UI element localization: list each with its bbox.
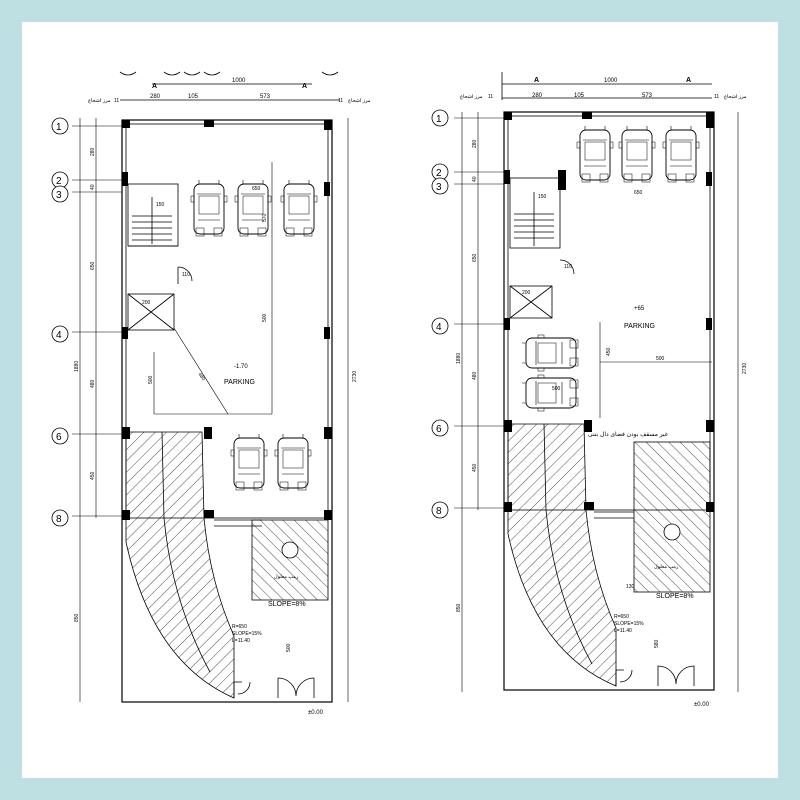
parked-car — [618, 125, 656, 183]
dim-row-6: 850 — [74, 613, 80, 622]
ramp-radius: R=650 — [614, 614, 629, 620]
parked-car — [662, 125, 700, 183]
parked-car — [521, 334, 579, 372]
dim-top-1: 280 — [150, 94, 161, 100]
grid-2: 2 — [56, 176, 62, 187]
dim-row-4: 480 — [90, 379, 96, 388]
section-mark-left: A — [152, 83, 157, 90]
ramp-radius: R=650 — [232, 624, 247, 630]
dim-200: 200 — [142, 300, 151, 306]
dim-570: 570 — [262, 213, 268, 222]
total-dim: 1880 — [74, 361, 80, 372]
ramp-slope: SLOPE=15% — [614, 621, 644, 627]
boundary-num-left: 11 — [114, 98, 119, 104]
grid-3: 3 — [56, 190, 62, 201]
dim-row-1: 280 — [472, 139, 478, 148]
parking-label: PARKING — [224, 379, 255, 386]
grid-4: 4 — [56, 330, 62, 341]
boundary-label-left: مرز اشجاع — [88, 98, 111, 104]
dim-top-2: 105 — [188, 94, 199, 100]
plan-right: 1000 280 105 573 A A مرز اشجاع 11 11 مرز… — [431, 72, 748, 708]
dim-row-4: 480 — [472, 371, 478, 380]
grid-1: 1 — [56, 122, 62, 133]
section-mark-right: A — [686, 77, 691, 84]
dim-650: 650 — [634, 190, 643, 196]
grid-3: 3 — [436, 182, 442, 193]
dim-500v: 500 — [262, 313, 268, 322]
dim-row-3: 650 — [90, 261, 96, 270]
overall-width: 1000 — [604, 78, 618, 84]
dim-row-6: 850 — [456, 603, 462, 612]
parked-car — [521, 374, 579, 412]
grid-8: 8 — [436, 506, 442, 517]
parked-car — [190, 179, 228, 237]
dim-row-5: 450 — [472, 463, 478, 472]
slope-8: SLOPE=8% — [656, 593, 694, 600]
dim-150: 150 — [156, 202, 165, 208]
boundary-label-right: مرز اشجاع — [724, 94, 747, 100]
dim-top-2: 105 — [574, 93, 585, 99]
parked-car — [230, 433, 268, 491]
boundary-num-left: 11 — [488, 94, 493, 100]
dim-top-1: 280 — [532, 93, 543, 99]
drawing-sheet: 1000 280 105 573 A A مرز اشجاع 11 11 مرز… — [22, 22, 778, 778]
boundary-label-right: مرز اشجاع — [348, 98, 371, 104]
entrance-level: ±0.00 — [694, 702, 710, 708]
section-mark-right: A — [302, 83, 307, 90]
handicap-ramp-text: رمپ معلول — [654, 564, 679, 570]
dim-row-5: 450 — [90, 471, 96, 480]
total-dim: 1880 — [456, 353, 462, 364]
dim-150: 150 — [538, 194, 547, 200]
boundary-num-right: 11 — [338, 98, 343, 104]
dim-650: 650 — [252, 186, 261, 192]
parking-label: PARKING — [624, 323, 655, 330]
dim-500h: 500 — [148, 375, 154, 384]
ramp-slope: SLOPE=15% — [232, 631, 262, 637]
handicap-ramp-text: رمپ معلول — [274, 574, 299, 580]
dim-500-ramp: 500 — [286, 643, 292, 652]
dim-450: 450 — [606, 347, 612, 356]
dim-130: 130 — [626, 584, 635, 590]
dim-200: 200 — [522, 290, 531, 296]
parked-car — [274, 433, 312, 491]
dim-row-2: 40 — [472, 176, 478, 182]
entrance-level: ±0.00 — [308, 710, 324, 716]
ramp-length: L=11.40 — [614, 628, 632, 634]
dim-row-3: 650 — [472, 253, 478, 262]
overall-height: 2730 — [742, 363, 748, 374]
dim-110: 110 — [182, 272, 190, 278]
plan-left: 1000 280 105 573 A A مرز اشجاع 11 11 مرز… — [51, 71, 371, 716]
dim-row-1: 280 — [90, 147, 96, 156]
overall-width: 1000 — [232, 78, 246, 84]
dim-top-3: 573 — [642, 93, 653, 99]
level-marker: -1.70 — [234, 364, 248, 370]
dim-500a: 500 — [656, 356, 665, 362]
parked-car — [280, 179, 318, 237]
grid-6: 6 — [436, 424, 442, 435]
grid-1: 1 — [436, 114, 442, 125]
level-marker: +65 — [634, 306, 645, 312]
slope-8: SLOPE=8% — [268, 601, 306, 608]
overall-height: 2730 — [352, 371, 358, 382]
grid-2: 2 — [436, 168, 442, 179]
ramp-length: L=11.40 — [232, 638, 250, 644]
boundary-num-right: 11 — [714, 94, 719, 100]
dim-500b: 500 — [552, 386, 561, 392]
dim-top-3: 573 — [260, 94, 271, 100]
dim-110: 110 — [564, 264, 572, 270]
floor-plans-drawing: 1000 280 105 573 A A مرز اشجاع 11 11 مرز… — [51, 71, 748, 716]
grid-8: 8 — [56, 514, 62, 525]
grid-4: 4 — [436, 322, 442, 333]
dim-580: 580 — [654, 639, 660, 648]
slab-annotation: غیر مسقف بودن فضای دال بتنی — [588, 431, 668, 438]
grid-6: 6 — [56, 432, 62, 443]
dim-row-2: 40 — [90, 184, 96, 190]
dim-480: 480 — [196, 372, 206, 382]
parked-car — [576, 125, 614, 183]
section-mark-left: A — [534, 77, 539, 84]
boundary-label-left: مرز اشجاع — [460, 94, 483, 100]
